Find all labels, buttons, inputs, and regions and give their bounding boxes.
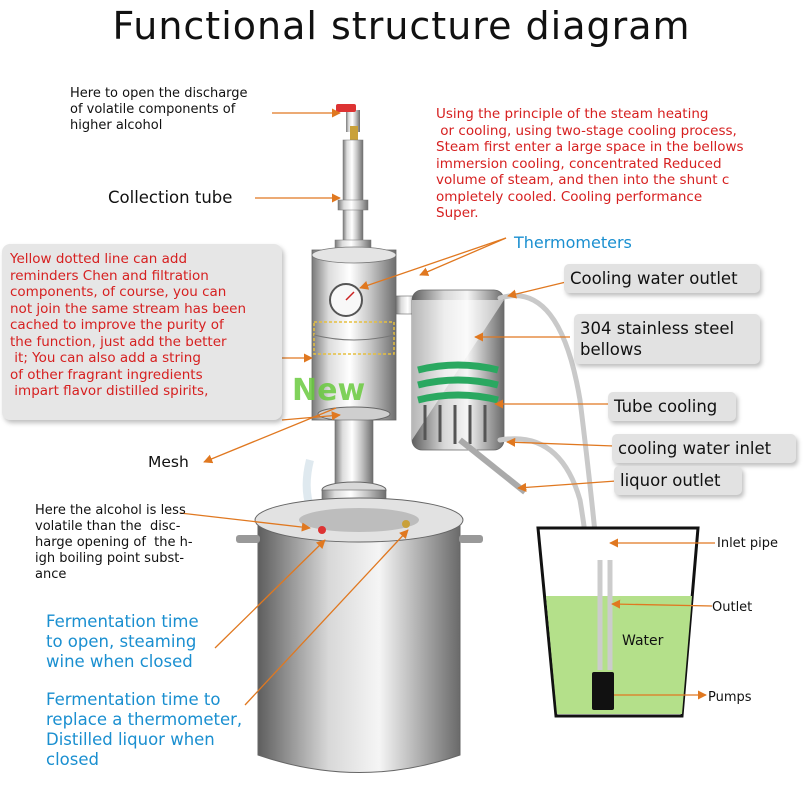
mesh-label: Mesh (148, 453, 189, 471)
upper-column (311, 246, 397, 422)
pump (592, 672, 614, 710)
fermentation-replace-note: Fermentation time to replace a thermomet… (46, 690, 243, 769)
water-tank (536, 526, 700, 718)
pumps-label: Pumps (708, 690, 752, 705)
pointer-arrows (179, 108, 715, 706)
alcohol-note: Here the alcohol is less volatile than t… (35, 503, 193, 582)
collection-tube-label: Collection tube (108, 188, 233, 207)
condenser (411, 289, 527, 495)
water-label: Water (622, 633, 664, 649)
inlet-pipe-label: Inlet pipe (717, 536, 779, 551)
collection-tube (334, 139, 372, 253)
liquor-outlet-label: liquor outlet (614, 466, 742, 495)
fermentation-open-note: Fermentation time to open, steaming wine… (46, 612, 199, 671)
principle-note: Using the principle of the steam heating… (436, 106, 744, 221)
boiler-pot (236, 497, 483, 773)
thermometers-label: Thermometers (514, 233, 632, 252)
discharge-valve (336, 104, 360, 142)
bellows-label: 304 stainless steel bellows (574, 314, 760, 364)
page-title: Functional structure diagram (112, 4, 691, 48)
yellow-line-text: Yellow dotted line can add reminders Che… (10, 251, 246, 399)
yellow-line-note: Yellow dotted line can add reminders Che… (2, 244, 282, 420)
cooling-water-inlet-label: cooling water inlet (612, 434, 796, 463)
cooling-water-outlet-label: Cooling water outlet (564, 264, 760, 293)
outlet-label: Outlet (712, 600, 753, 615)
new-badge: New (292, 373, 365, 408)
tube-cooling-label: Tube cooling (608, 392, 736, 421)
discharge-note: Here to open the discharge of volatile c… (70, 86, 248, 133)
